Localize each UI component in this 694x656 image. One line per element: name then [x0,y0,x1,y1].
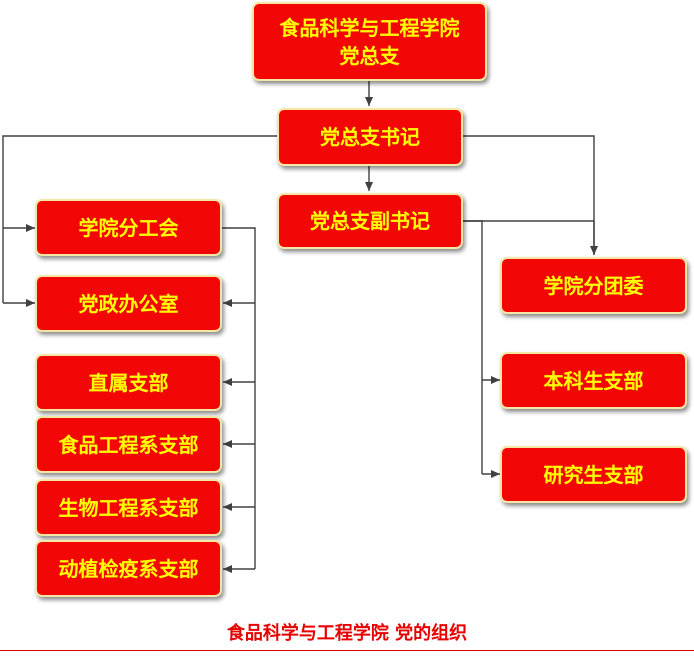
node-party-secretary: 党总支书记 [277,108,463,166]
edge-union-bus [222,227,256,569]
edge-deputy-right-trunk [463,220,595,255]
node-youth-league: 学院分团委 [500,257,687,314]
node-admin-office: 党政办公室 [35,275,222,332]
node-graduate-branch: 研究生支部 [500,446,687,503]
diagram-caption: 食品科学与工程学院 党的组织 [226,623,468,644]
caption-underline [0,650,694,651]
node-direct-branch: 直属支部 [35,354,222,411]
node-undergrad-branch: 本科生支部 [500,352,687,409]
edge-deputy-branch-trunk [463,220,483,474]
edge-secretary-left-trunk [2,135,277,303]
node-quarantine-branch: 动植检疫系支部 [35,540,222,597]
node-party-committee: 食品科学与工程学院 党总支 [252,2,487,81]
node-bio-eng-branch: 生物工程系支部 [35,479,222,536]
edge-secretary-to-youth-league [463,135,598,255]
node-union: 学院分工会 [35,199,222,256]
node-deputy-secretary: 党总支副书记 [277,193,463,249]
node-food-eng-branch: 食品工程系支部 [35,416,222,473]
